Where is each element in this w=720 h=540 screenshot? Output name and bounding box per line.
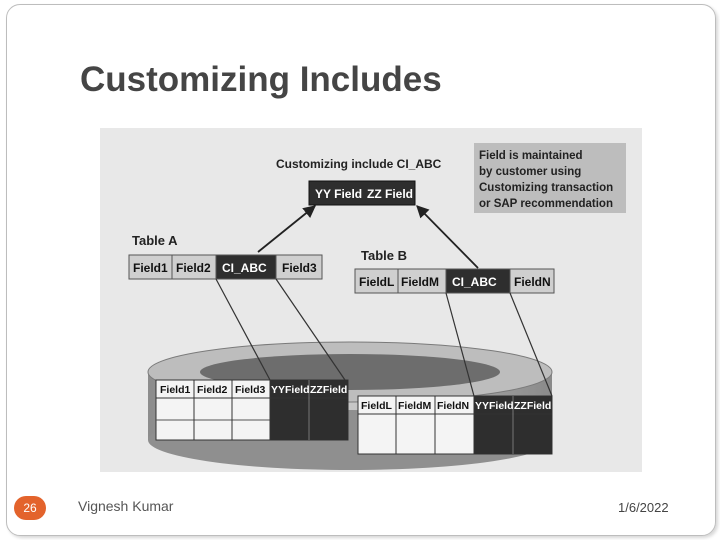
table-b-label: Table B (361, 248, 407, 263)
table-a-field-1: Field1 (133, 261, 168, 275)
db-b-col-4: YYField (475, 400, 514, 412)
include-label: Customizing include CI_ABC (276, 157, 442, 171)
db-b-col-1: FieldL (361, 400, 393, 412)
table-a-field-2: Field2 (176, 261, 211, 275)
db-table-b: FieldL FieldM FieldN YYField ZZField (357, 395, 553, 455)
table-a-field-ci: CI_ABC (222, 261, 267, 275)
slide-title: Customizing Includes (80, 60, 442, 99)
db-a-col-3: Field3 (235, 384, 266, 396)
include-field-box: YY Field ZZ Field (308, 180, 416, 206)
projection-lines (215, 278, 553, 397)
slide-frame (6, 4, 716, 536)
note-line-1: Field is maintained (479, 150, 583, 162)
db-a-col-4: YYField (271, 384, 310, 396)
note-line-3: Customizing transaction (479, 182, 613, 194)
note-line-2: by customer using (479, 166, 581, 178)
slide-number-badge: 26 (14, 496, 46, 520)
db-b-col-5: ZZField (514, 400, 551, 412)
table-b-field-m: FieldM (401, 275, 439, 289)
db-b-col-2: FieldM (398, 400, 432, 412)
db-b-col-3: FieldN (437, 400, 469, 412)
db-a-col-2: Field2 (197, 384, 228, 396)
db-a-col-1: Field1 (160, 384, 191, 396)
include-field-zz: ZZ Field (367, 187, 413, 201)
footer-author: Vignesh Kumar (78, 498, 174, 514)
arrow-table-a-to-include (257, 205, 316, 253)
arrow-table-b-to-include (416, 205, 479, 269)
note-line-4: or SAP recommendation (479, 198, 613, 210)
table-a-fields: Field1 Field2 CI_ABC Field3 (128, 254, 323, 280)
db-table-a: Field1 Field2 Field3 YYField ZZField (155, 379, 349, 441)
table-b-fields: FieldL FieldM CI_ABC FieldN (354, 268, 555, 294)
note-box: Field is maintained by customer using Cu… (474, 143, 626, 213)
include-field-yy: YY Field (315, 187, 362, 201)
footer-date: 1/6/2022 (618, 500, 669, 515)
table-b-field-ci: CI_ABC (452, 275, 497, 289)
table-a-field-3: Field3 (282, 261, 317, 275)
table-b-field-n: FieldN (514, 275, 551, 289)
db-a-col-5: ZZField (310, 384, 347, 396)
table-a-label: Table A (132, 233, 178, 248)
table-b-field-l: FieldL (359, 275, 394, 289)
